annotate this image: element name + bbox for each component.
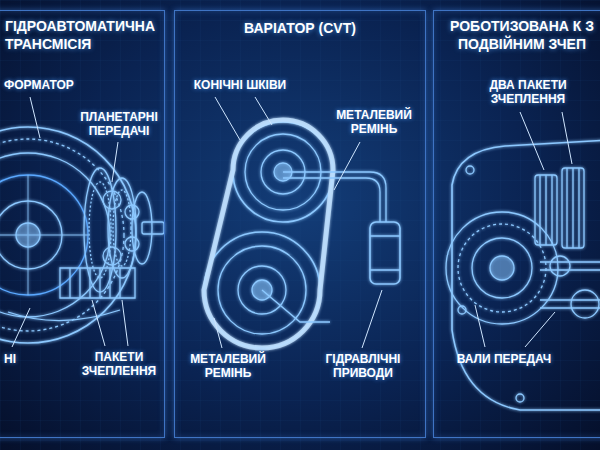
cvt-illustration xyxy=(204,120,400,348)
part-label: ФОРМАТОР xyxy=(4,78,76,92)
part-label: ДВА ПАКЕТИ ЗЧЕПЛЕННЯ xyxy=(478,78,578,107)
dct-illustration xyxy=(446,140,600,410)
panel-heading: РОБОТИЗОВАНА К З ПОДВІЙНИМ ЗЧЕП xyxy=(448,17,596,53)
part-label: ГІДРАВЛІЧНІ ПРИВОДИ xyxy=(316,352,410,381)
part-label: НІ xyxy=(4,352,28,366)
leader-lines xyxy=(475,112,572,347)
part-label: ПЛАНЕТАРНІ ПЕРЕДАЧІ xyxy=(74,110,164,139)
part-label: ПАКЕТИ ЗЧЕПЛЕННЯ xyxy=(76,350,162,379)
panel-frame: РОБОТИЗОВАНА К З ПОДВІЙНИМ ЗЧЕП xyxy=(433,10,600,438)
part-label: МЕТАЛЕВИЙ РЕМІНЬ xyxy=(184,352,272,381)
panel-heading: ГІДРОАВТОМАТИЧНА ТРАНСМІСІЯ xyxy=(5,17,155,53)
automatic-transmission xyxy=(0,127,164,343)
panel-heading: ВАРІАТОР (CVT) xyxy=(185,19,415,37)
part-label: МЕТАЛЕВИЙ РЕМІНЬ xyxy=(330,108,418,137)
part-label: ВАЛИ ПЕРЕДАЧ xyxy=(452,352,556,366)
part-label: КОНІЧНІ ШКІВИ xyxy=(184,78,296,92)
